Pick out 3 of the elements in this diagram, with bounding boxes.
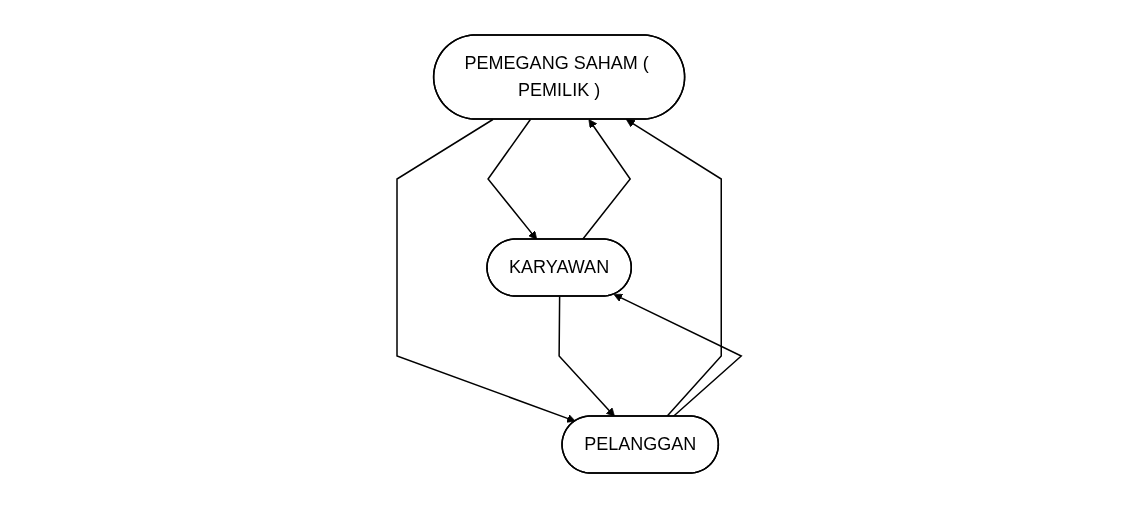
arrow xyxy=(558,295,616,417)
arrow xyxy=(396,118,577,423)
arrow xyxy=(487,118,538,240)
